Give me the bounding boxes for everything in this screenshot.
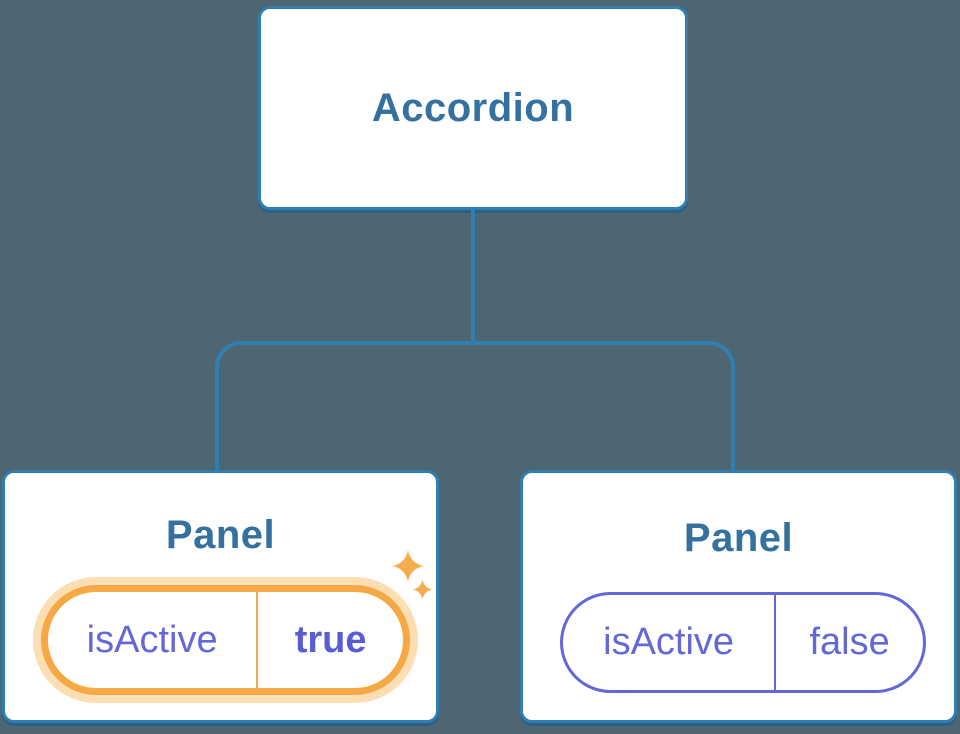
prop-value-cell: false <box>776 595 923 690</box>
connector-stem <box>471 210 475 345</box>
sparkle-small-icon <box>412 579 433 600</box>
panel-active-label: Panel <box>165 513 276 557</box>
prop-name-cell: isActive <box>563 595 774 690</box>
prop-pill-active: isActive true <box>41 585 410 695</box>
prop-value-inactive: false <box>809 621 890 663</box>
pill-divider <box>256 592 259 688</box>
panel-inactive-label: Panel <box>683 516 794 560</box>
prop-value-active: true <box>294 618 367 661</box>
panel-node-inactive: Panel isActive false <box>520 470 957 723</box>
prop-value-cell: true <box>258 592 403 688</box>
accordion-node: Accordion <box>258 6 688 210</box>
accordion-node-label: Accordion <box>371 85 575 130</box>
prop-pill-inactive: isActive false <box>560 592 926 693</box>
panel-node-active: Panel isActive true <box>2 470 439 723</box>
prop-name-inactive: isActive <box>603 621 735 663</box>
sparkle-large-icon <box>392 550 424 582</box>
prop-name-active: isActive <box>86 618 218 661</box>
connector-branch <box>215 341 735 470</box>
prop-name-cell: isActive <box>48 592 256 688</box>
pill-divider <box>774 595 777 690</box>
